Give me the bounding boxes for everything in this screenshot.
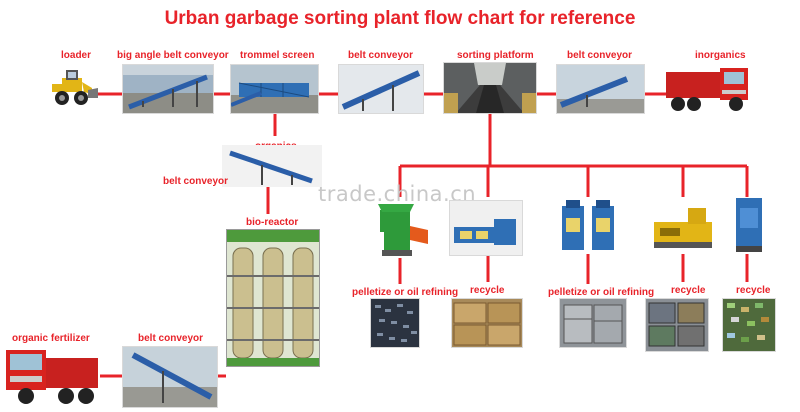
baler-machine-photo <box>449 200 523 256</box>
organic-fertilizer-label: organic fertilizer <box>12 333 90 344</box>
output-label-1: pelletize or oil refining <box>352 287 459 298</box>
bio-reactor-label: bio-reactor <box>246 217 299 228</box>
output-label-2: recycle <box>470 285 505 296</box>
shredder-machine-icon <box>370 200 430 258</box>
belt-conveyor-photo <box>556 64 645 114</box>
glass-cullet-photo <box>722 298 776 352</box>
belt-conveyor-label-1: belt conveyor <box>348 50 414 61</box>
belt-conveyor-photo <box>122 64 214 114</box>
cardboard-bales-photo <box>451 298 523 348</box>
belt-conveyor-photo <box>222 145 322 187</box>
sorting-platform-photo <box>443 62 537 114</box>
output-label-3: pelletize or oil refining <box>548 287 655 298</box>
loader-label: loader <box>61 50 92 61</box>
metal-bales-photo <box>645 298 709 352</box>
metal-baler-machine-icon <box>648 200 718 254</box>
vertical-baler-machines-icon <box>556 198 622 254</box>
trommel-screen-label: trommel screen <box>240 50 315 61</box>
dump-truck-icon <box>6 346 100 406</box>
belt-conveyor-label-2: belt conveyor <box>567 50 633 61</box>
chart-title: Urban garbage sorting plant flow chart f… <box>164 8 636 29</box>
wheel-loader-icon <box>48 64 98 108</box>
belt-conveyor-photo <box>122 346 218 408</box>
inorganics-label: inorganics <box>695 50 746 61</box>
plastic-bales-photo <box>559 298 627 348</box>
belt-conveyor-photo <box>338 64 424 114</box>
dump-truck-icon <box>666 62 754 114</box>
press-machine-icon <box>734 196 764 252</box>
trommel-screen-photo <box>230 64 319 114</box>
pellets-photo <box>370 298 420 348</box>
bio-reactor-photo <box>226 229 320 367</box>
output-label-5: recycle <box>736 285 771 296</box>
big-angle-conveyor-label: big angle belt conveyor <box>117 50 229 61</box>
belt-conveyor-organics-label: belt conveyor <box>163 176 229 187</box>
output-label-4: recycle <box>671 285 706 296</box>
sorting-platform-label: sorting platform <box>457 50 534 61</box>
belt-conveyor-bottom-label: belt conveyor <box>138 333 204 344</box>
